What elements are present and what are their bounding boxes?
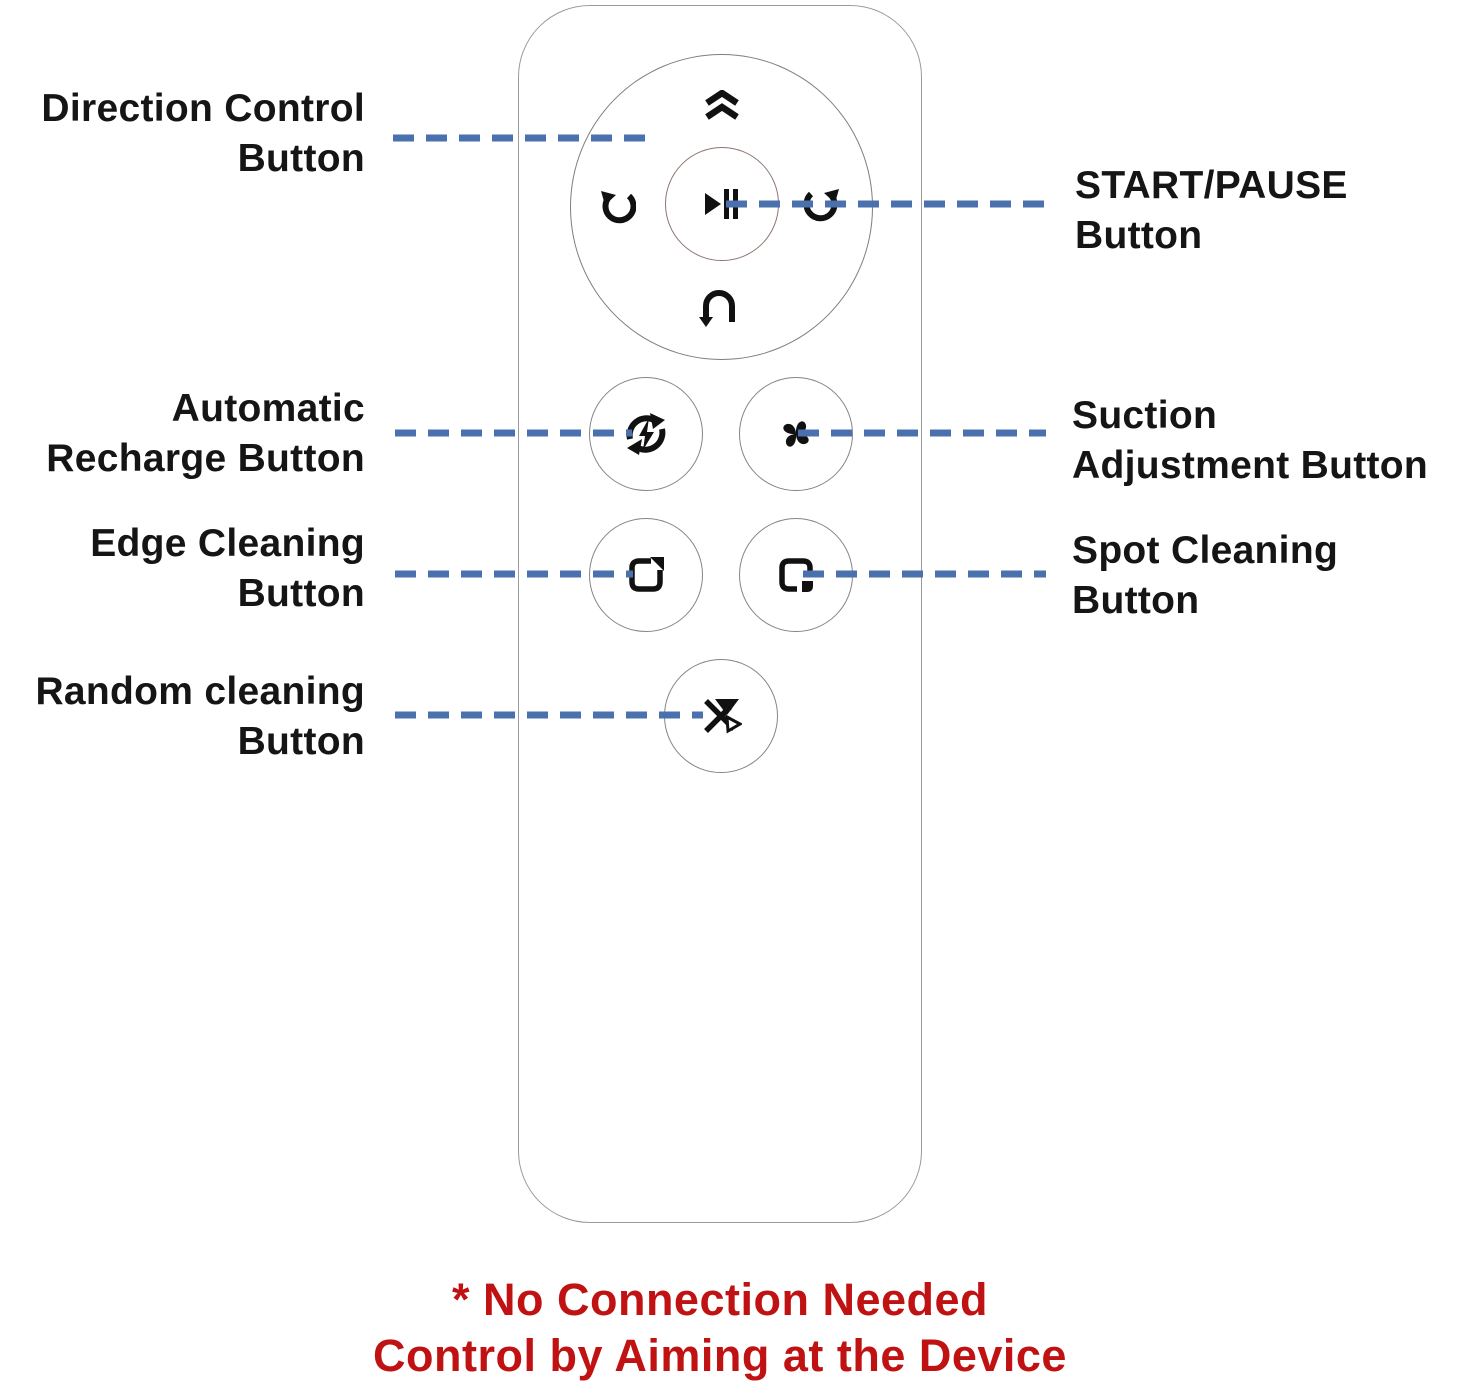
label-line: Recharge Button xyxy=(46,437,365,480)
label-suction-adjustment: Suction Adjustment Button xyxy=(1072,391,1428,491)
label-line: Automatic xyxy=(171,387,365,430)
fan-propeller-icon xyxy=(783,421,809,447)
label-line: Button xyxy=(237,720,365,763)
play-pause-icon xyxy=(705,189,738,219)
label-edge-cleaning: Edge Cleaning Button xyxy=(0,519,365,619)
footer-line: Control by Aiming at the Device xyxy=(373,1330,1067,1381)
suction-adjustment-button[interactable] xyxy=(739,377,853,491)
dpad-forward-button[interactable] xyxy=(692,75,752,135)
label-line: START/PAUSE xyxy=(1075,164,1348,207)
dpad-rotate-right-button[interactable] xyxy=(792,176,852,236)
label-line: Suction xyxy=(1072,394,1218,437)
rotate-clockwise-icon xyxy=(804,189,839,222)
label-line: Direction Control xyxy=(41,87,365,130)
spot-cleaning-button[interactable] xyxy=(739,518,853,632)
footer-line: * No Connection Needed xyxy=(451,1274,989,1325)
random-cleaning-button[interactable] xyxy=(664,659,778,773)
label-spot-cleaning: Spot Cleaning Button xyxy=(1072,526,1338,626)
u-turn-arrow-icon xyxy=(699,290,735,327)
label-line: Button xyxy=(1075,214,1203,257)
square-corner-arrow-icon xyxy=(629,557,664,592)
label-line: Random cleaning xyxy=(35,670,365,713)
automatic-recharge-button[interactable] xyxy=(589,377,703,491)
label-line: Button xyxy=(237,137,365,180)
direction-pad[interactable] xyxy=(570,54,873,360)
recharge-circular-arrows-lightning-icon xyxy=(626,413,666,455)
label-start-pause: START/PAUSE Button xyxy=(1075,161,1348,261)
label-line: Button xyxy=(1072,579,1200,622)
label-line: Spot Cleaning xyxy=(1072,529,1339,572)
dpad-turn-back-button[interactable] xyxy=(689,278,749,338)
label-random-cleaning: Random cleaning Button xyxy=(0,667,365,767)
remote-body xyxy=(518,5,922,1223)
label-automatic-recharge: Automatic Recharge Button xyxy=(0,384,365,484)
footer-note: * No Connection Needed Control by Aiming… xyxy=(0,1272,1440,1384)
double-chevron-up-icon xyxy=(705,90,739,120)
edge-cleaning-button[interactable] xyxy=(589,518,703,632)
shuffle-cross-arrows-icon xyxy=(704,699,742,734)
start-pause-button[interactable] xyxy=(665,147,779,261)
rotate-counterclockwise-icon xyxy=(601,191,636,224)
label-line: Adjustment Button xyxy=(1072,444,1429,487)
label-direction-control: Direction Control Button xyxy=(0,84,365,184)
dpad-rotate-left-button[interactable] xyxy=(588,178,648,238)
label-line: Edge Cleaning xyxy=(90,522,365,565)
label-line: Button xyxy=(237,572,365,615)
square-filled-corner-icon xyxy=(779,558,815,594)
